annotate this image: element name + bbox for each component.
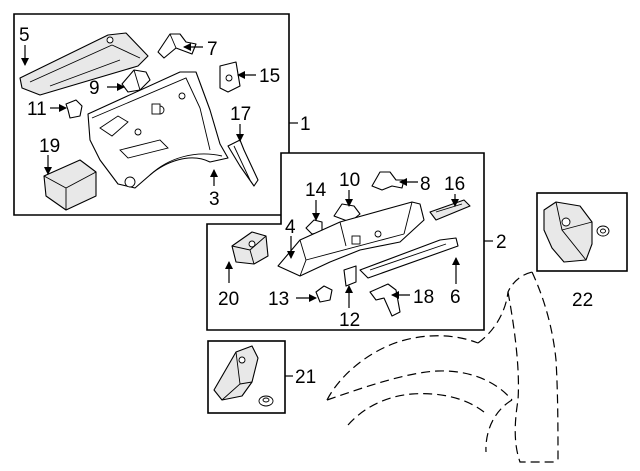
callout-15: 15 xyxy=(259,66,280,87)
callout-4: 4 xyxy=(285,217,296,238)
callout-21: 21 xyxy=(295,367,316,388)
part-19-bracket xyxy=(43,159,97,211)
part-4-rail-assembly xyxy=(277,201,425,277)
callout-11: 11 xyxy=(27,99,47,120)
callout-2: 2 xyxy=(496,232,507,253)
part-7-bracket xyxy=(157,33,197,59)
part-22-liner xyxy=(543,201,610,263)
part-20-bracket xyxy=(231,231,269,265)
callout-10: 10 xyxy=(339,170,360,191)
callout-17: 17 xyxy=(230,104,251,125)
part-13-clip xyxy=(315,285,333,303)
part-14-tab xyxy=(305,219,323,235)
callout-6: 6 xyxy=(450,287,461,308)
callout-labels: 5 7 9 15 11 17 1 19 3 10 8 14 16 4 2 20 … xyxy=(19,25,593,388)
callout-5: 5 xyxy=(19,25,30,46)
callout-9: 9 xyxy=(89,78,100,99)
callout-13: 13 xyxy=(268,289,289,310)
part-12-plate xyxy=(343,265,357,287)
part-5-upper-rail xyxy=(19,32,149,96)
callout-12: 12 xyxy=(339,310,360,331)
part-11-clip xyxy=(65,99,83,119)
callout-19: 19 xyxy=(39,136,60,157)
callout-8: 8 xyxy=(420,174,431,195)
part-15-gusset xyxy=(219,61,241,93)
callout-14: 14 xyxy=(305,180,327,201)
part-9-bracket xyxy=(121,69,151,93)
callout-16: 16 xyxy=(444,174,465,195)
leader-lines xyxy=(21,43,460,308)
callout-18: 18 xyxy=(413,287,434,308)
callout-22: 22 xyxy=(572,290,593,311)
fender-outline xyxy=(326,271,559,463)
callout-1: 1 xyxy=(300,114,311,135)
callout-20: 20 xyxy=(218,289,239,310)
callout-3: 3 xyxy=(209,189,220,210)
callout-7: 7 xyxy=(207,39,218,60)
part-1-main-apron xyxy=(87,71,229,189)
part-6-lower-rail xyxy=(359,237,459,279)
part-21-bracket xyxy=(213,345,274,407)
